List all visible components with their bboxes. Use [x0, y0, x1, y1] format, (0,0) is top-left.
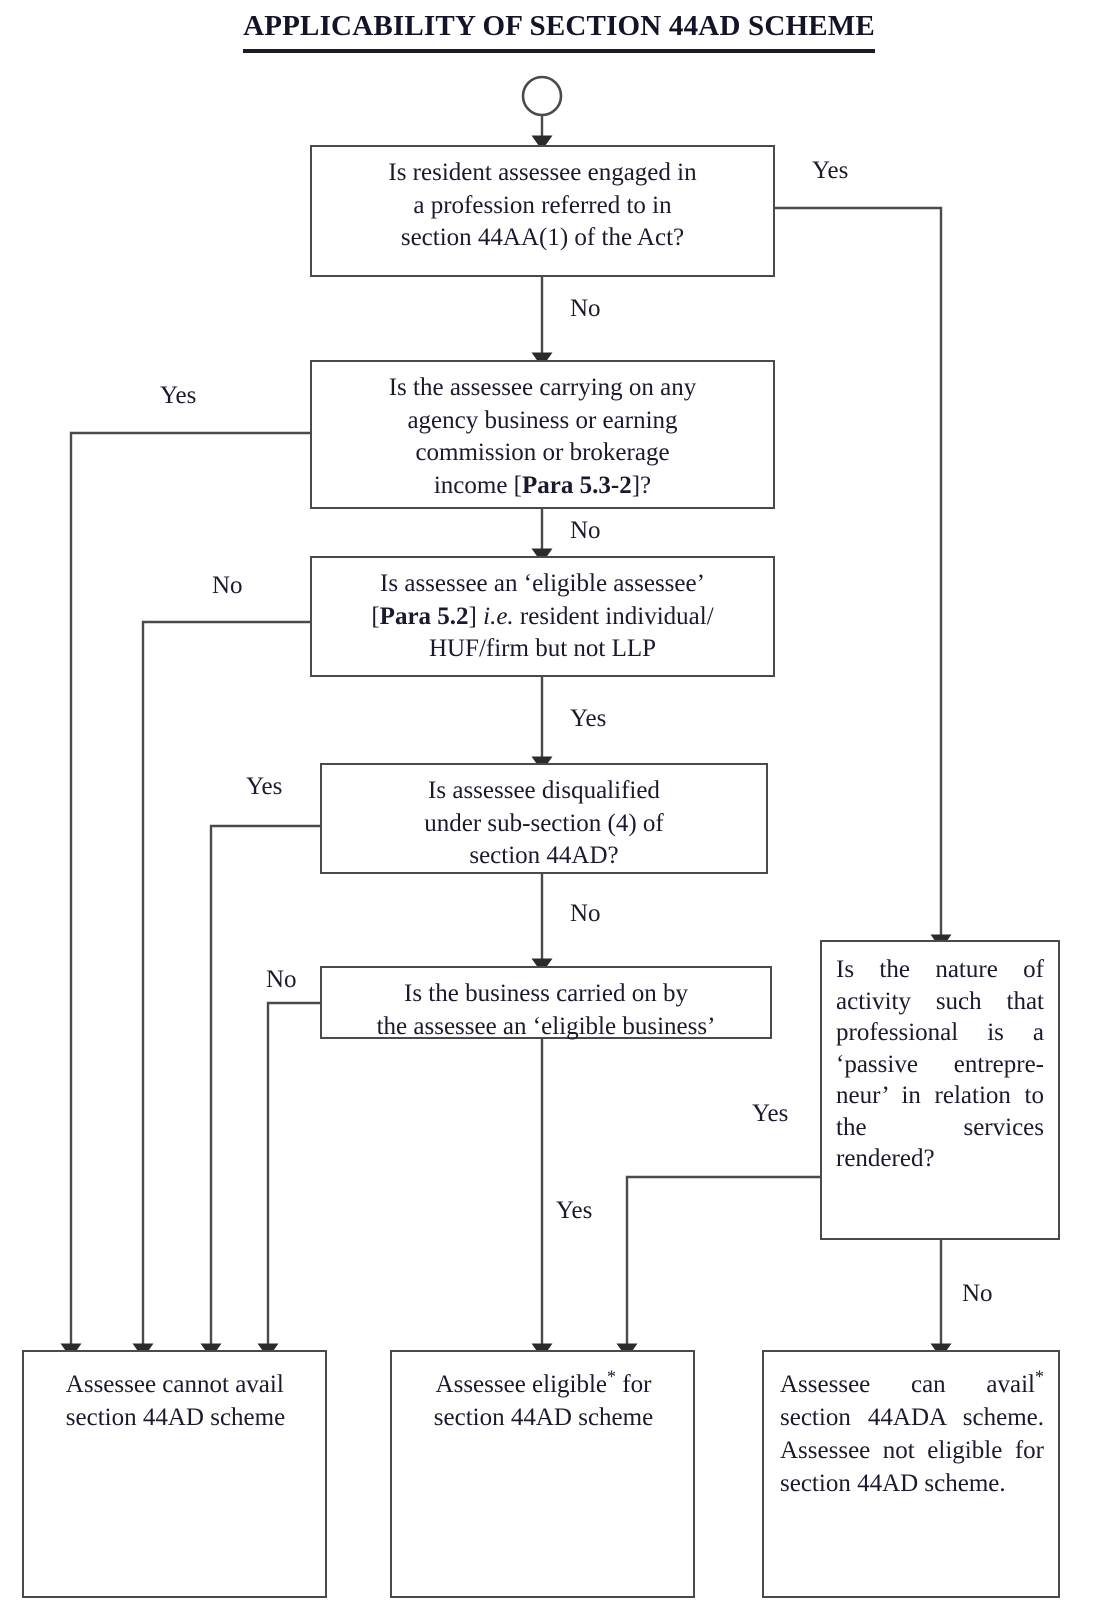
node-q3-line2-pre: [	[371, 602, 380, 630]
node-t3-can-avail-44ada[interactable]: Assessee can avail* section 44ADA scheme…	[762, 1350, 1060, 1598]
node-q5-line1: Is the business carried on by	[404, 980, 688, 1007]
node-q4-disqualified-subsection4[interactable]: Is assessee disqualified under sub-secti…	[320, 763, 768, 874]
edge-q4-yes-to-t1	[200, 824, 320, 1359]
edge-label-q4-yes: Yes	[246, 773, 283, 800]
node-q2-line1: Is the assessee carrying on any	[388, 374, 697, 401]
edge-q6-yes-to-t2	[616, 1175, 820, 1359]
edge-label-q1-yes: Yes	[812, 157, 849, 184]
node-q1-resident-profession[interactable]: Is resident assessee engaged in a profes…	[310, 145, 775, 277]
node-q4-line3: section 44AD?	[469, 842, 619, 869]
edge-label-q3-no: No	[212, 572, 243, 599]
node-q4-line1: Is assessee disqualified	[428, 777, 660, 804]
node-q6-text: Is the nature of activity such that prof…	[836, 956, 1044, 1172]
node-q3-text: Is assessee an ‘eligible assessee’ [Para…	[359, 558, 725, 666]
node-q4-line2: under sub-section (4) of	[424, 809, 664, 837]
node-q2-text: Is the assessee carrying on any agency b…	[377, 362, 709, 502]
node-q3-line3: HUF/firm but not LLP	[428, 635, 657, 662]
edge-label-q6-yes: Yes	[752, 1100, 789, 1127]
edge-label-q4-no: No	[570, 900, 601, 927]
node-q2-line4-pre: income [	[433, 471, 523, 499]
edge-label-q2-yes: Yes	[160, 382, 197, 409]
node-q2-line2: agency business or earning	[407, 406, 678, 434]
node-q2-line3: commission or brokerage	[415, 439, 670, 466]
node-t3-rest: section 44ADA scheme. Assessee not eligi…	[780, 1404, 1044, 1497]
node-q1-line2: a profession referred to in	[413, 191, 672, 219]
node-q2-line4-post: ]?	[631, 471, 652, 499]
node-q5-eligible-business[interactable]: Is the business carried on by the assess…	[320, 966, 772, 1040]
node-t3-line1-pre: Assessee can avail	[780, 1371, 1035, 1398]
node-t1-line1: Assessee cannot avail	[65, 1371, 284, 1398]
edge-q1-yes-to-q6	[775, 206, 952, 950]
node-t2-line1-post: for	[616, 1371, 652, 1398]
node-q1-text: Is resident assessee engaged in a profes…	[376, 147, 708, 255]
node-q3-line2-mid: ]	[468, 602, 484, 630]
node-q6-passive-entrepreneur[interactable]: Is the nature of activity such that prof…	[820, 940, 1060, 1240]
node-t2-eligible-44ad[interactable]: Assessee eligible* for section 44AD sche…	[390, 1350, 695, 1598]
edge-label-q5-no: No	[266, 966, 297, 993]
edge-label-q6-no: No	[962, 1280, 993, 1307]
node-q1-line3: section 44AA(1) of the Act?	[400, 224, 685, 251]
edge-q5-no-to-t1	[257, 1001, 320, 1359]
node-q3-line1: Is assessee an ‘eligible assessee’	[380, 570, 705, 597]
edge-label-q3-yes: Yes	[570, 705, 607, 732]
node-t2-line1-pre: Assessee eligible	[435, 1371, 608, 1398]
node-q1-line1: Is resident assessee engaged in	[388, 159, 697, 186]
node-q2-para-ref: Para 5.3-2	[522, 471, 632, 499]
node-t2-text: Assessee eligible* for section 44AD sche…	[418, 1352, 667, 1434]
edge-label-q5-yes: Yes	[556, 1197, 593, 1224]
node-t3-text: Assessee can avail* section 44ADA scheme…	[764, 1352, 1058, 1500]
node-t2-asterisk: *	[607, 1366, 617, 1387]
node-q5-line2: the assessee an ‘eligible business’	[376, 1012, 716, 1040]
node-q3-line2-post: resident individual/	[513, 602, 714, 630]
node-t2-line2: section 44AD scheme	[433, 1404, 654, 1431]
node-t1-line2: section 44AD scheme	[65, 1404, 286, 1431]
node-t3-asterisk: *	[1035, 1366, 1044, 1387]
node-q4-text: Is assessee disqualified under sub-secti…	[412, 765, 676, 873]
edge-label-q2-no: No	[570, 517, 601, 544]
edge-label-q1-no: No	[570, 295, 601, 322]
page-title: APPLICABILITY OF SECTION 44AD SCHEME	[0, 10, 1118, 53]
start-circle	[521, 75, 563, 117]
node-q2-agency-commission[interactable]: Is the assessee carrying on any agency b…	[310, 360, 775, 509]
edge-q2-yes-to-t1	[60, 431, 310, 1359]
node-t1-text: Assessee cannot avail section 44AD schem…	[50, 1352, 299, 1434]
page-title-text: APPLICABILITY OF SECTION 44AD SCHEME	[243, 10, 875, 53]
node-q3-ie: i.e.	[483, 602, 514, 630]
node-t1-cannot-avail-44ad[interactable]: Assessee cannot avail section 44AD schem…	[22, 1350, 327, 1598]
node-q3-eligible-assessee[interactable]: Is assessee an ‘eligible assessee’ [Para…	[310, 556, 775, 677]
node-q3-para-ref: Para 5.2	[379, 602, 469, 630]
node-q5-text: Is the business carried on by the assess…	[365, 968, 728, 1043]
